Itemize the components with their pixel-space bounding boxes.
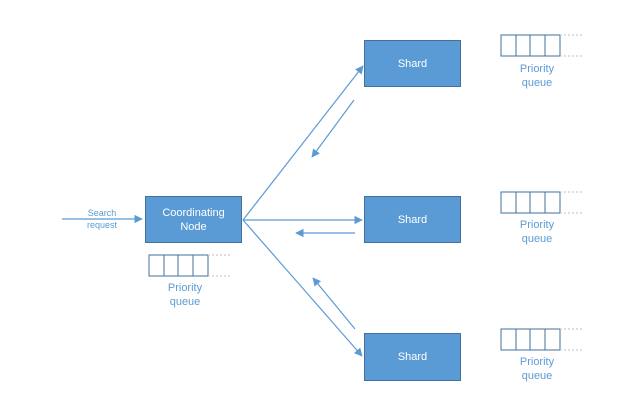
shard-3-queue-line-2: queue — [521, 370, 553, 382]
shard-3-box: Shard — [364, 333, 461, 381]
shard-2-queue-line-2: queue — [521, 233, 553, 245]
request-arrow-shard-1 — [242, 65, 364, 221]
search-request-line-2: request — [86, 220, 118, 230]
shard-3-priority-queue — [500, 328, 582, 351]
search-request-label: Search request — [72, 207, 132, 231]
search-request-line-1: Search — [87, 208, 117, 218]
response-arrow-shard-3 — [312, 277, 356, 330]
shard-2-queue-line-1: Priority — [519, 219, 555, 231]
shard-1-priority-queue-label: Priority queue — [497, 62, 577, 90]
coordinating-node: Coordinating Node — [145, 196, 242, 243]
coordinating-node-line-2: Node — [180, 220, 207, 233]
shard-2-box: Shard — [364, 196, 461, 243]
shard-1-priority-queue — [500, 34, 582, 57]
shard-1-label: Shard — [397, 57, 428, 70]
coordinator-priority-queue-label: Priority queue — [145, 281, 225, 309]
shard-1-queue-line-1: Priority — [519, 63, 555, 75]
coordinating-node-line-1: Coordinating — [162, 206, 225, 219]
shard-1-box: Shard — [364, 40, 461, 87]
coordinator-priority-queue — [148, 254, 230, 277]
shard-2-priority-queue-label: Priority queue — [497, 218, 577, 246]
response-arrow-shard-1 — [311, 99, 355, 158]
coordinator-queue-line-2: queue — [169, 296, 201, 308]
request-arrow-shard-3 — [242, 219, 363, 357]
coordinator-queue-line-1: Priority — [167, 282, 203, 294]
shard-3-priority-queue-label: Priority queue — [497, 355, 577, 383]
shard-1-queue-line-2: queue — [521, 77, 553, 89]
shard-2-priority-queue — [500, 191, 582, 214]
shard-3-queue-line-1: Priority — [519, 356, 555, 368]
shard-3-label: Shard — [397, 351, 428, 363]
shard-2-label: Shard — [397, 213, 428, 226]
